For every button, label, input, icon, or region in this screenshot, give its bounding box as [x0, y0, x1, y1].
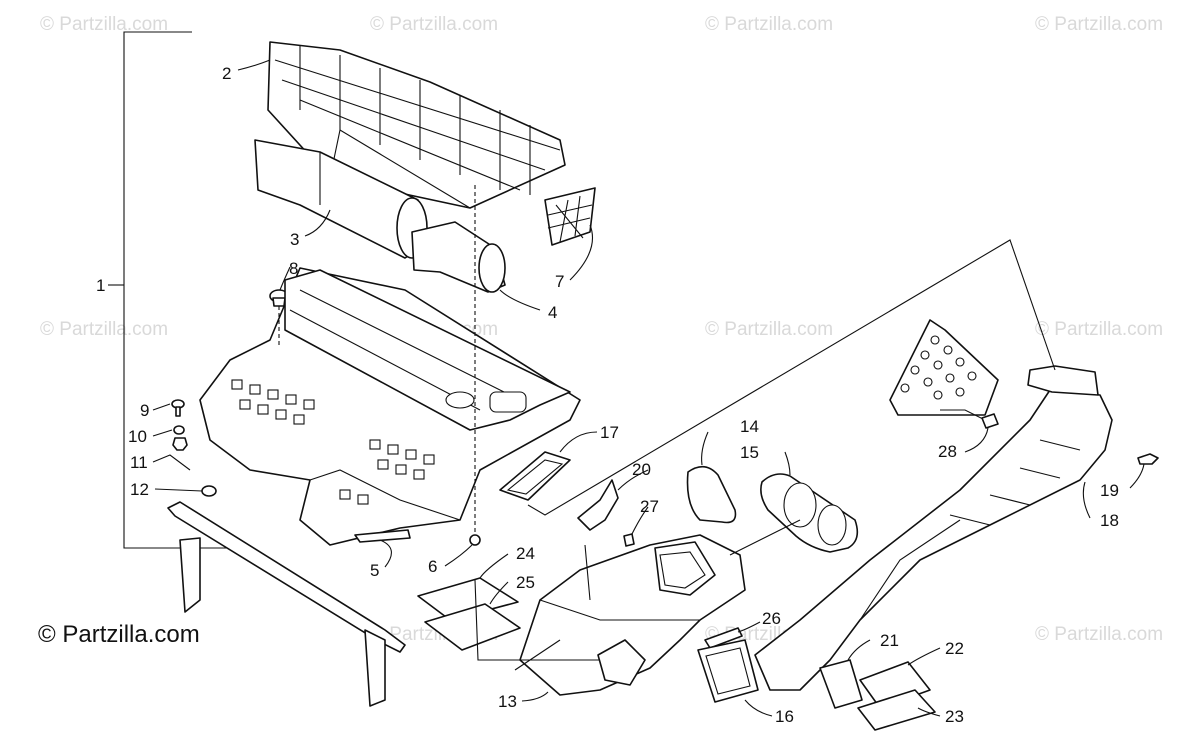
callout-16: 16 [775, 707, 794, 726]
part-15-filter-frame [760, 473, 859, 553]
part-14-filter-pad [686, 465, 737, 524]
callout-17: 17 [600, 423, 619, 442]
callout-24: 24 [516, 544, 535, 563]
reference-lines [474, 239, 1056, 671]
part-5-lower-air-box [199, 267, 581, 546]
part-9-screw [171, 399, 185, 417]
callout-leaders [152, 59, 1145, 717]
watermark: © Partzilla.com [1035, 14, 1163, 35]
callout-22: 22 [945, 639, 964, 658]
part-20-clip [577, 479, 619, 531]
watermark: © Partzilla.com [1035, 319, 1163, 340]
part-26-bolt [704, 627, 743, 649]
part-28-perforated-plate [889, 319, 999, 429]
part-13-lower-intake-duct [519, 534, 746, 696]
part-17-gasket [499, 451, 571, 501]
copyright-notice: © Partzilla.com [38, 621, 200, 648]
part-24-foam-pad [417, 577, 519, 621]
watermark: © Partzilla.com [705, 14, 833, 35]
part-4-intake-tube [411, 221, 506, 293]
frame-rail [167, 501, 406, 707]
callout-14: 14 [740, 417, 759, 436]
callout-2: 2 [222, 64, 231, 83]
callout-18: 18 [1100, 511, 1119, 530]
part-16-gasket [697, 639, 759, 703]
plate-holes [900, 335, 977, 400]
callout-4: 4 [548, 303, 557, 322]
part-8-plug [269, 289, 289, 307]
callout-23: 23 [945, 707, 964, 726]
callout-7: 7 [555, 272, 564, 291]
part-22-pad [859, 661, 931, 709]
part-21-pad [819, 659, 863, 709]
part-12-grommet [201, 485, 217, 497]
callout-6: 6 [428, 557, 437, 576]
callout-20: 20 [632, 460, 651, 479]
callout-12: 12 [130, 480, 149, 499]
watermark: © Partzilla.com [40, 319, 168, 340]
watermark: © Partzilla.com [370, 14, 498, 35]
callout-8: 8 [289, 259, 298, 278]
callout-10: 10 [128, 427, 147, 446]
part-11-nut [172, 437, 188, 451]
watermark: © Partzilla.com [705, 319, 833, 340]
callout-labels: 1 2 3 4 5 6 7 8 9 10 11 12 13 14 15 16 1… [96, 64, 1119, 726]
part-27-bolt [623, 533, 635, 547]
part-18-air-duct [754, 365, 1113, 691]
callout-1: 1 [96, 276, 105, 295]
callout-11: 11 [130, 453, 148, 472]
vent-holes [231, 379, 435, 505]
part-6-fastener [469, 185, 481, 546]
part-19-screw [1137, 453, 1159, 465]
watermark: © Partzilla.com [40, 14, 168, 35]
callout-9: 9 [140, 401, 149, 420]
watermark: © Partzilla.com [1035, 624, 1163, 645]
callout-5: 5 [370, 561, 379, 580]
callout-3: 3 [290, 230, 299, 249]
part-23-pad [857, 689, 936, 731]
part-7-intake-screen [544, 187, 596, 246]
callout-27: 27 [640, 497, 659, 516]
callout-21: 21 [880, 631, 899, 650]
callout-15: 15 [740, 443, 759, 462]
watermarks: © Partzilla.com © Partzilla.com © Partzi… [40, 14, 1163, 645]
callout-25: 25 [516, 573, 535, 592]
part-10-washer [173, 425, 185, 435]
callout-19: 19 [1100, 481, 1119, 500]
part-25-foam-pad [424, 603, 521, 651]
callout-28: 28 [938, 442, 957, 461]
callout-13: 13 [498, 692, 517, 711]
callout-26: 26 [762, 609, 781, 628]
